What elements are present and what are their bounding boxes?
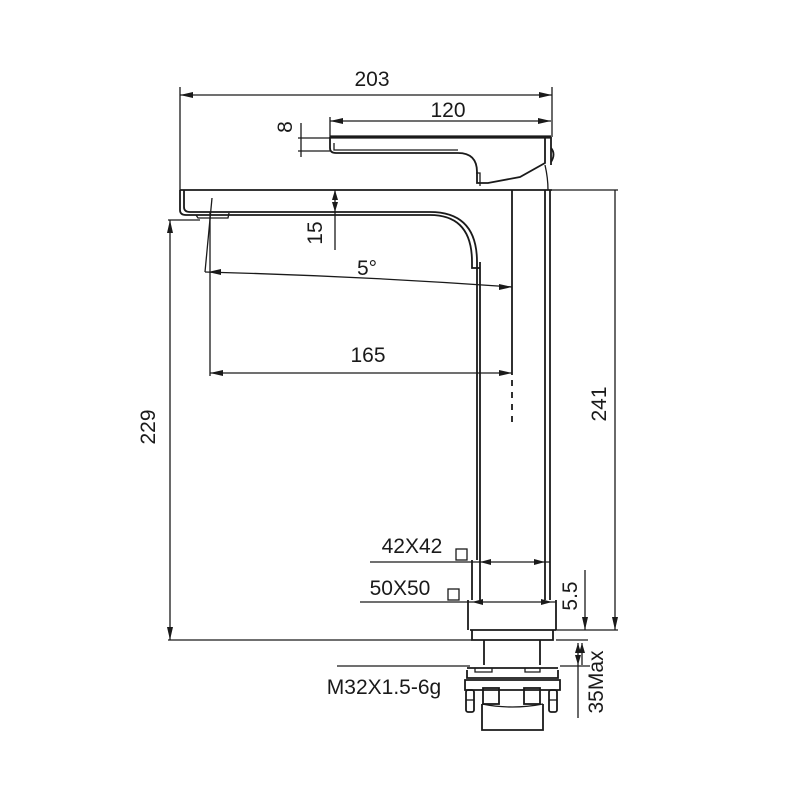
dim-body-section-label: 42X42 xyxy=(382,535,443,558)
dim-deck-thickness-label: 35Max xyxy=(585,650,608,714)
dim-thread: M32X1.5-6g xyxy=(327,665,470,699)
dim-spout-angle: 5° xyxy=(204,197,513,290)
dim-overall-height: 241 xyxy=(552,189,618,631)
dim-overall-length-label: 203 xyxy=(354,68,389,91)
dim-spout-height-label: 229 xyxy=(137,409,160,444)
dim-overall-length: 203 xyxy=(179,68,553,190)
dim-thread-label: M32X1.5-6g xyxy=(327,676,441,699)
dim-deck-thickness: 35Max xyxy=(556,639,608,718)
square-section-icon xyxy=(455,548,468,561)
dim-base-height: 5.5 xyxy=(559,570,588,630)
square-section-icon xyxy=(447,588,460,601)
dim-base-section-label: 50X50 xyxy=(370,577,431,600)
dim-overall-height-label: 241 xyxy=(588,386,611,421)
dim-handle-length: 120 xyxy=(329,99,551,137)
dim-spout-thickness-label: 15 xyxy=(304,221,327,244)
dim-spout-reach: 165 xyxy=(209,212,512,376)
dim-spout-reach-label: 165 xyxy=(350,344,385,367)
dim-spout-angle-label: 5° xyxy=(357,257,377,280)
dim-base-height-label: 5.5 xyxy=(559,581,582,610)
dim-handle-length-label: 120 xyxy=(430,99,465,122)
dim-handle-thickness-label: 8 xyxy=(274,121,297,133)
dim-body-section: 42X42 xyxy=(370,535,550,565)
dim-handle-thickness: 8 xyxy=(274,121,330,157)
dim-spout-thickness: 15 xyxy=(304,190,338,250)
dim-base-section: 50X50 xyxy=(360,577,556,605)
dim-spout-height: 229 xyxy=(137,219,472,641)
faucet-outline xyxy=(179,135,561,731)
